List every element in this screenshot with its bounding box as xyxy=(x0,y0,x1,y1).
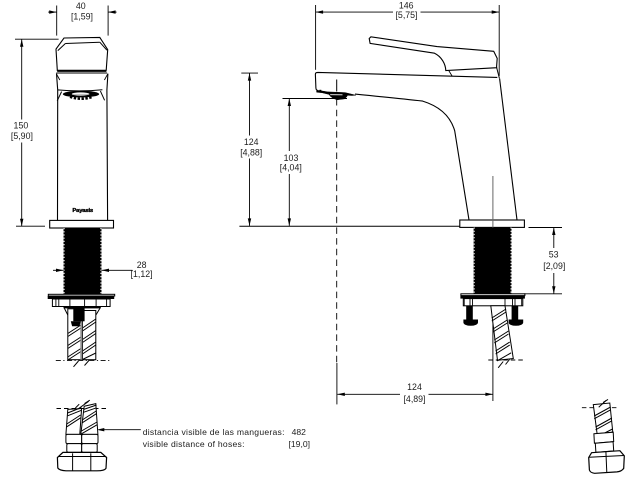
svg-text:Payasis: Payasis xyxy=(72,208,93,214)
svg-text:[2,09]: [2,09] xyxy=(543,261,565,271)
svg-text:distancia visible de las mangu: distancia visible de las mangueras: xyxy=(143,427,285,437)
svg-text:[5,75]: [5,75] xyxy=(395,10,417,20)
svg-text:150: 150 xyxy=(14,120,29,130)
svg-text:40: 40 xyxy=(76,1,86,11)
svg-text:124: 124 xyxy=(407,382,422,392)
svg-text:124: 124 xyxy=(244,137,259,147)
svg-text:[4,89]: [4,89] xyxy=(403,394,425,404)
svg-text:[1,12]: [1,12] xyxy=(131,269,153,279)
svg-text:28: 28 xyxy=(137,260,147,270)
svg-text:[4,88]: [4,88] xyxy=(240,147,262,157)
svg-text:103: 103 xyxy=(284,153,299,163)
svg-text:53: 53 xyxy=(549,250,559,260)
svg-text:146: 146 xyxy=(399,1,414,11)
svg-text:[4,04]: [4,04] xyxy=(280,162,302,172)
svg-text:[19,0]: [19,0] xyxy=(289,439,311,449)
svg-text:482: 482 xyxy=(292,427,307,437)
svg-text:[1,59]: [1,59] xyxy=(71,11,93,21)
svg-text:visible distance of hoses:: visible distance of hoses: xyxy=(143,439,245,449)
svg-text:[5,90]: [5,90] xyxy=(11,131,33,141)
